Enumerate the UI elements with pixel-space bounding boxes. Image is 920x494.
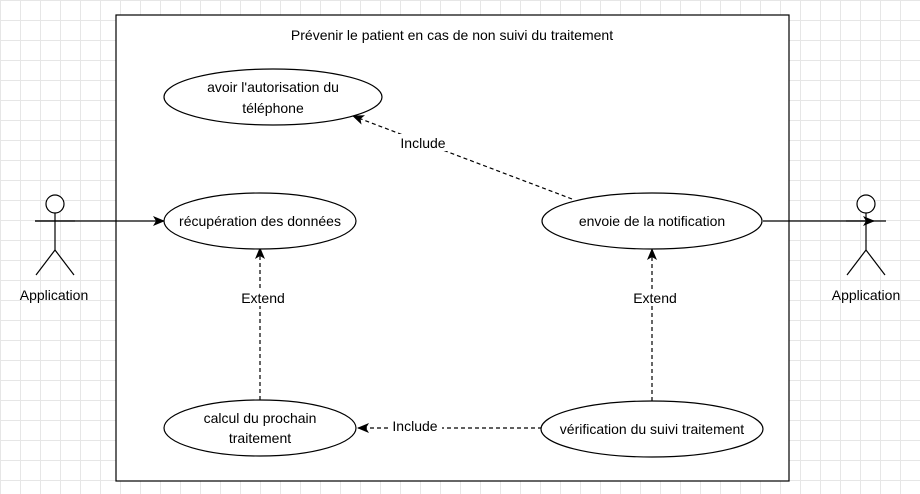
- actor-left[interactable]: Application: [20, 194, 89, 303]
- include-label-top: Include: [400, 135, 445, 151]
- actor-left-label: Application: [20, 287, 89, 303]
- relation-labels: Include Extend Extend Include: [236, 134, 682, 435]
- use-case-autorisation[interactable]: avoir l'autorisation du téléphone: [163, 68, 383, 126]
- use-case-autorisation-line-2: téléphone: [242, 100, 304, 116]
- use-case-recuperation-line-1: récupération des données: [179, 213, 341, 229]
- actor-right-label: Application: [832, 287, 901, 303]
- stick-figure-icon: [35, 194, 75, 276]
- use-case-notification-line-1: envoie de la notification: [579, 213, 725, 229]
- extend-label-left: Extend: [241, 290, 285, 306]
- use-case-calcul-line-2: traitement: [229, 430, 291, 446]
- use-case-verification-line-1: vérification du suivi traitement: [560, 421, 745, 437]
- include-label-bottom: Include: [392, 418, 437, 434]
- use-case-verification[interactable]: vérification du suivi traitement: [540, 400, 764, 458]
- use-case-calcul[interactable]: calcul du prochain traitement: [163, 399, 357, 457]
- use-case-notification[interactable]: envoie de la notification: [541, 192, 763, 250]
- stick-figure-icon: [846, 194, 886, 276]
- use-case-autorisation-line-1: avoir l'autorisation du: [207, 79, 339, 95]
- system-title: Prévenir le patient en cas de non suivi …: [291, 27, 613, 43]
- use-case-recuperation[interactable]: récupération des données: [163, 192, 357, 250]
- actor-right[interactable]: Application: [832, 194, 901, 303]
- extend-label-right: Extend: [633, 290, 677, 306]
- use-case-calcul-line-1: calcul du prochain: [204, 410, 317, 426]
